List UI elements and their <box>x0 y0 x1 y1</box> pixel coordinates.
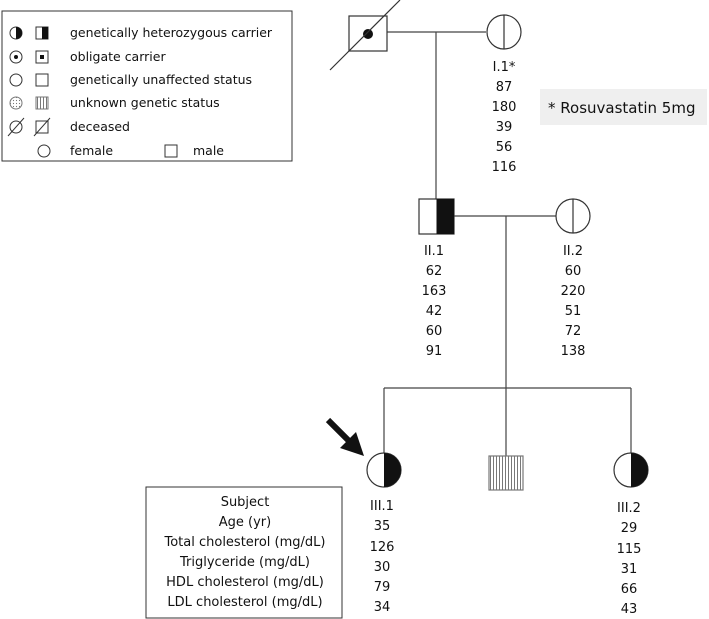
triglyceride-value: 31 <box>621 562 638 577</box>
individual-iii2-female[interactable] <box>613 452 649 488</box>
subject-id: III.1 <box>370 499 394 514</box>
legend-obligate-male-icon <box>35 50 49 64</box>
legend-label-male: male <box>193 143 224 158</box>
ldl-value: 91 <box>426 344 443 359</box>
total-cholesterol-value: 126 <box>370 540 395 555</box>
female-heterozygous-fill <box>631 453 648 487</box>
label-group-i1: I.1* 87 180 39 56 116 <box>492 60 517 175</box>
age-value: 35 <box>374 519 391 534</box>
key-row-age: Age (yr) <box>219 515 271 530</box>
hdl-value: 66 <box>621 582 638 597</box>
age-value: 29 <box>621 521 638 536</box>
legend-male-icon <box>164 144 178 158</box>
legend-unaffected-male-icon <box>35 73 49 87</box>
proband-arrow-icon <box>325 417 364 456</box>
male-heterozygous-fill <box>436 199 454 234</box>
legend-unknown-female-icon <box>9 96 23 110</box>
individual-ii1-male[interactable] <box>418 198 455 235</box>
deceased-slash <box>329 0 401 71</box>
ldl-value: 138 <box>561 344 586 359</box>
subject-id: II.2 <box>563 244 583 259</box>
legend-label-heterozygous: genetically heterozygous carrier <box>70 25 273 40</box>
label-group-iii1: III.1 35 126 30 79 34 <box>370 499 395 615</box>
age-value: 87 <box>496 80 513 95</box>
legend-unknown-male-icon <box>35 96 49 110</box>
ldl-value: 116 <box>492 160 517 175</box>
legend-obligate-female-icon <box>9 50 23 64</box>
legend-deceased-male-icon <box>33 117 51 137</box>
total-cholesterol-value: 180 <box>492 100 517 115</box>
legend-female-icon <box>37 144 51 158</box>
total-cholesterol-value: 220 <box>561 284 586 299</box>
legend-label-deceased: deceased <box>70 119 130 134</box>
hdl-value: 72 <box>565 324 582 339</box>
legend-heterozygous-male-icon <box>35 26 49 40</box>
legend-box <box>1 10 293 162</box>
legend-label-unaffected: genetically unaffected status <box>70 72 252 87</box>
individual-i-male[interactable] <box>329 0 401 71</box>
age-value: 60 <box>565 264 582 279</box>
legend-heterozygous-female-icon <box>9 26 23 40</box>
note-text: * Rosuvastatin 5mg <box>548 99 695 117</box>
subject-id: I.1* <box>493 60 516 75</box>
key-row-ldl: LDL cholesterol (mg/dL) <box>167 595 322 610</box>
triglyceride-value: 30 <box>374 560 391 575</box>
note-box <box>540 89 707 125</box>
individual-ii2-female[interactable] <box>555 198 591 234</box>
label-group-ii2: II.2 60 220 51 72 138 <box>561 244 586 359</box>
ldl-value: 43 <box>621 602 638 617</box>
total-cholesterol-value: 115 <box>617 542 642 557</box>
obligate-carrier-dot <box>363 29 373 39</box>
legend-label-unknown: unknown genetic status <box>70 95 220 110</box>
legend-label-female: female <box>70 143 113 158</box>
key-row-total-cholesterol: Total cholesterol (mg/dL) <box>163 535 325 550</box>
subject-id: II.1 <box>424 244 444 259</box>
hdl-value: 60 <box>426 324 443 339</box>
legend: genetically heterozygous carrier obligat… <box>1 10 293 162</box>
legend-unaffected-female-icon <box>9 73 23 87</box>
ldl-value: 34 <box>374 600 391 615</box>
individual-iii-male-unknown[interactable] <box>488 455 524 491</box>
total-cholesterol-value: 163 <box>422 284 447 299</box>
pedigree-lines <box>383 31 632 456</box>
triglyceride-value: 51 <box>565 304 582 319</box>
hdl-value: 56 <box>496 140 513 155</box>
hdl-value: 79 <box>374 580 391 595</box>
key-row-subject: Subject <box>221 495 270 510</box>
female-heterozygous-fill <box>384 453 401 487</box>
key-row-hdl: HDL cholesterol (mg/dL) <box>166 575 324 590</box>
label-group-ii1: II.1 62 163 42 60 91 <box>422 244 447 359</box>
individual-i1-female[interactable] <box>486 14 522 50</box>
subject-id: III.2 <box>617 501 641 516</box>
triglyceride-value: 39 <box>496 120 513 135</box>
individual-iii1-female[interactable] <box>366 452 402 488</box>
legend-deceased-female-icon <box>7 117 25 137</box>
age-value: 62 <box>426 264 443 279</box>
triglyceride-value: 42 <box>426 304 443 319</box>
label-group-iii2: III.2 29 115 31 66 43 <box>617 501 642 617</box>
key-row-triglyceride: Triglyceride (mg/dL) <box>179 555 310 570</box>
legend-label-obligate: obligate carrier <box>70 49 166 64</box>
value-key-frame <box>145 486 343 619</box>
value-key-box: Subject Age (yr) Total cholesterol (mg/d… <box>145 486 343 619</box>
